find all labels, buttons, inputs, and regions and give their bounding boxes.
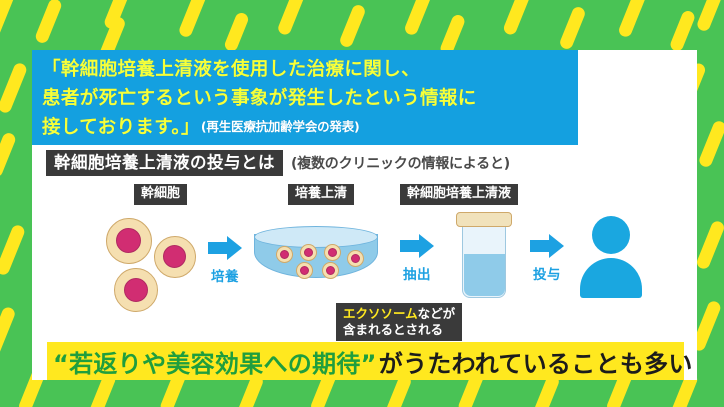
stem-cell bbox=[106, 218, 152, 264]
arrow-label-culture: 培養 bbox=[211, 269, 239, 285]
decor-stripe bbox=[222, 11, 251, 53]
quote-line-1: 「幹細胞培養上清液を使用した治療に関し、 bbox=[42, 59, 421, 80]
dish-rim bbox=[254, 226, 378, 248]
callout-line-1: エクソソームなどが bbox=[343, 306, 455, 322]
callout-line-1-rest: などが bbox=[417, 306, 456, 321]
right-arrow-icon bbox=[208, 236, 242, 260]
quote-attribution: (再生医療抗加齢学会の発表) bbox=[200, 119, 360, 134]
banner-quoted-text: “若返りや美容効果への期待” bbox=[53, 349, 377, 378]
dish-cell bbox=[300, 244, 317, 261]
arrow-administer: 投与 bbox=[524, 234, 570, 283]
decor-stripe bbox=[276, 0, 309, 37]
stage-label-supernatant: 培養上清 bbox=[288, 184, 355, 205]
dish-cell bbox=[276, 246, 293, 263]
callout-line-2: 含まれるとされる bbox=[343, 321, 444, 337]
decor-stripe bbox=[668, 9, 697, 53]
decor-stripe bbox=[338, 3, 367, 49]
dish-cell bbox=[347, 250, 364, 267]
tube-liquid bbox=[463, 254, 505, 296]
dish-cell bbox=[322, 262, 339, 279]
patient-icon bbox=[578, 216, 644, 300]
subtitle-tag: 幹細胞培養上清液の投与とは bbox=[46, 150, 283, 176]
arrow-extract: 抽出 bbox=[394, 234, 440, 283]
decor-stripe bbox=[403, 0, 434, 37]
decor-stripe bbox=[0, 0, 18, 43]
decor-stripe bbox=[617, 0, 648, 39]
stage-label-stem-cell: 幹細胞 bbox=[134, 184, 188, 205]
process-diagram: 幹細胞 培養上清 幹細胞培養上清液 培養 bbox=[32, 180, 697, 330]
decor-stripe bbox=[697, 119, 724, 169]
decor-stripe bbox=[33, 0, 64, 45]
decor-stripe bbox=[0, 223, 27, 277]
quote-box: 「幹細胞培養上清液を使用した治療に関し、 患者が死亡するという事象が発生したとい… bbox=[32, 50, 578, 145]
dish-cell bbox=[296, 262, 313, 279]
decor-stripe bbox=[0, 61, 29, 115]
cell-nucleus bbox=[163, 245, 186, 268]
person-head bbox=[592, 216, 630, 254]
stem-cell bbox=[154, 236, 196, 278]
quote-line-3: 接しております。」(再生医療抗加齢学会の発表) bbox=[42, 113, 578, 143]
cell-nucleus bbox=[124, 278, 148, 302]
arrow-label-administer: 投与 bbox=[533, 267, 561, 283]
dish-cell bbox=[324, 244, 341, 261]
right-arrow-icon bbox=[530, 234, 564, 258]
arrow-label-extract: 抽出 bbox=[403, 267, 431, 283]
decor-stripe bbox=[177, 0, 208, 39]
callout-highlight: エクソソーム bbox=[343, 306, 418, 321]
quote-line-2: 患者が死亡するという事象が発生したという情報に bbox=[42, 87, 477, 109]
quote-line-3-text: 接しております。」 bbox=[42, 117, 200, 138]
decor-stripe bbox=[695, 219, 724, 271]
decor-stripe bbox=[0, 131, 18, 179]
decor-stripe bbox=[501, 0, 536, 37]
right-arrow-icon bbox=[400, 234, 434, 258]
stem-cell bbox=[114, 268, 158, 312]
bottom-banner: “若返りや美容効果への期待” がうたわれていることも多い bbox=[47, 342, 692, 380]
exosome-callout: エクソソームなどが 含まれるとされる bbox=[336, 303, 463, 341]
subtitle-note: (複数のクリニックの情報によると) bbox=[291, 156, 510, 172]
decor-stripe bbox=[0, 305, 17, 361]
banner-rest-text: がうたわれていることも多い bbox=[378, 349, 693, 378]
tube-cap bbox=[456, 212, 512, 227]
petri-dish bbox=[254, 226, 378, 282]
stage-label-product: 幹細胞培養上清液 bbox=[400, 184, 519, 205]
cell-nucleus bbox=[116, 228, 141, 253]
arrow-culture: 培養 bbox=[202, 236, 248, 285]
subtitle-row: 幹細胞培養上清液の投与とは (複数のクリニックの情報によると) bbox=[46, 150, 510, 176]
test-tube bbox=[456, 210, 512, 302]
decor-stripe bbox=[695, 0, 724, 33]
person-body bbox=[580, 258, 642, 298]
decor-stripe bbox=[558, 5, 587, 51]
